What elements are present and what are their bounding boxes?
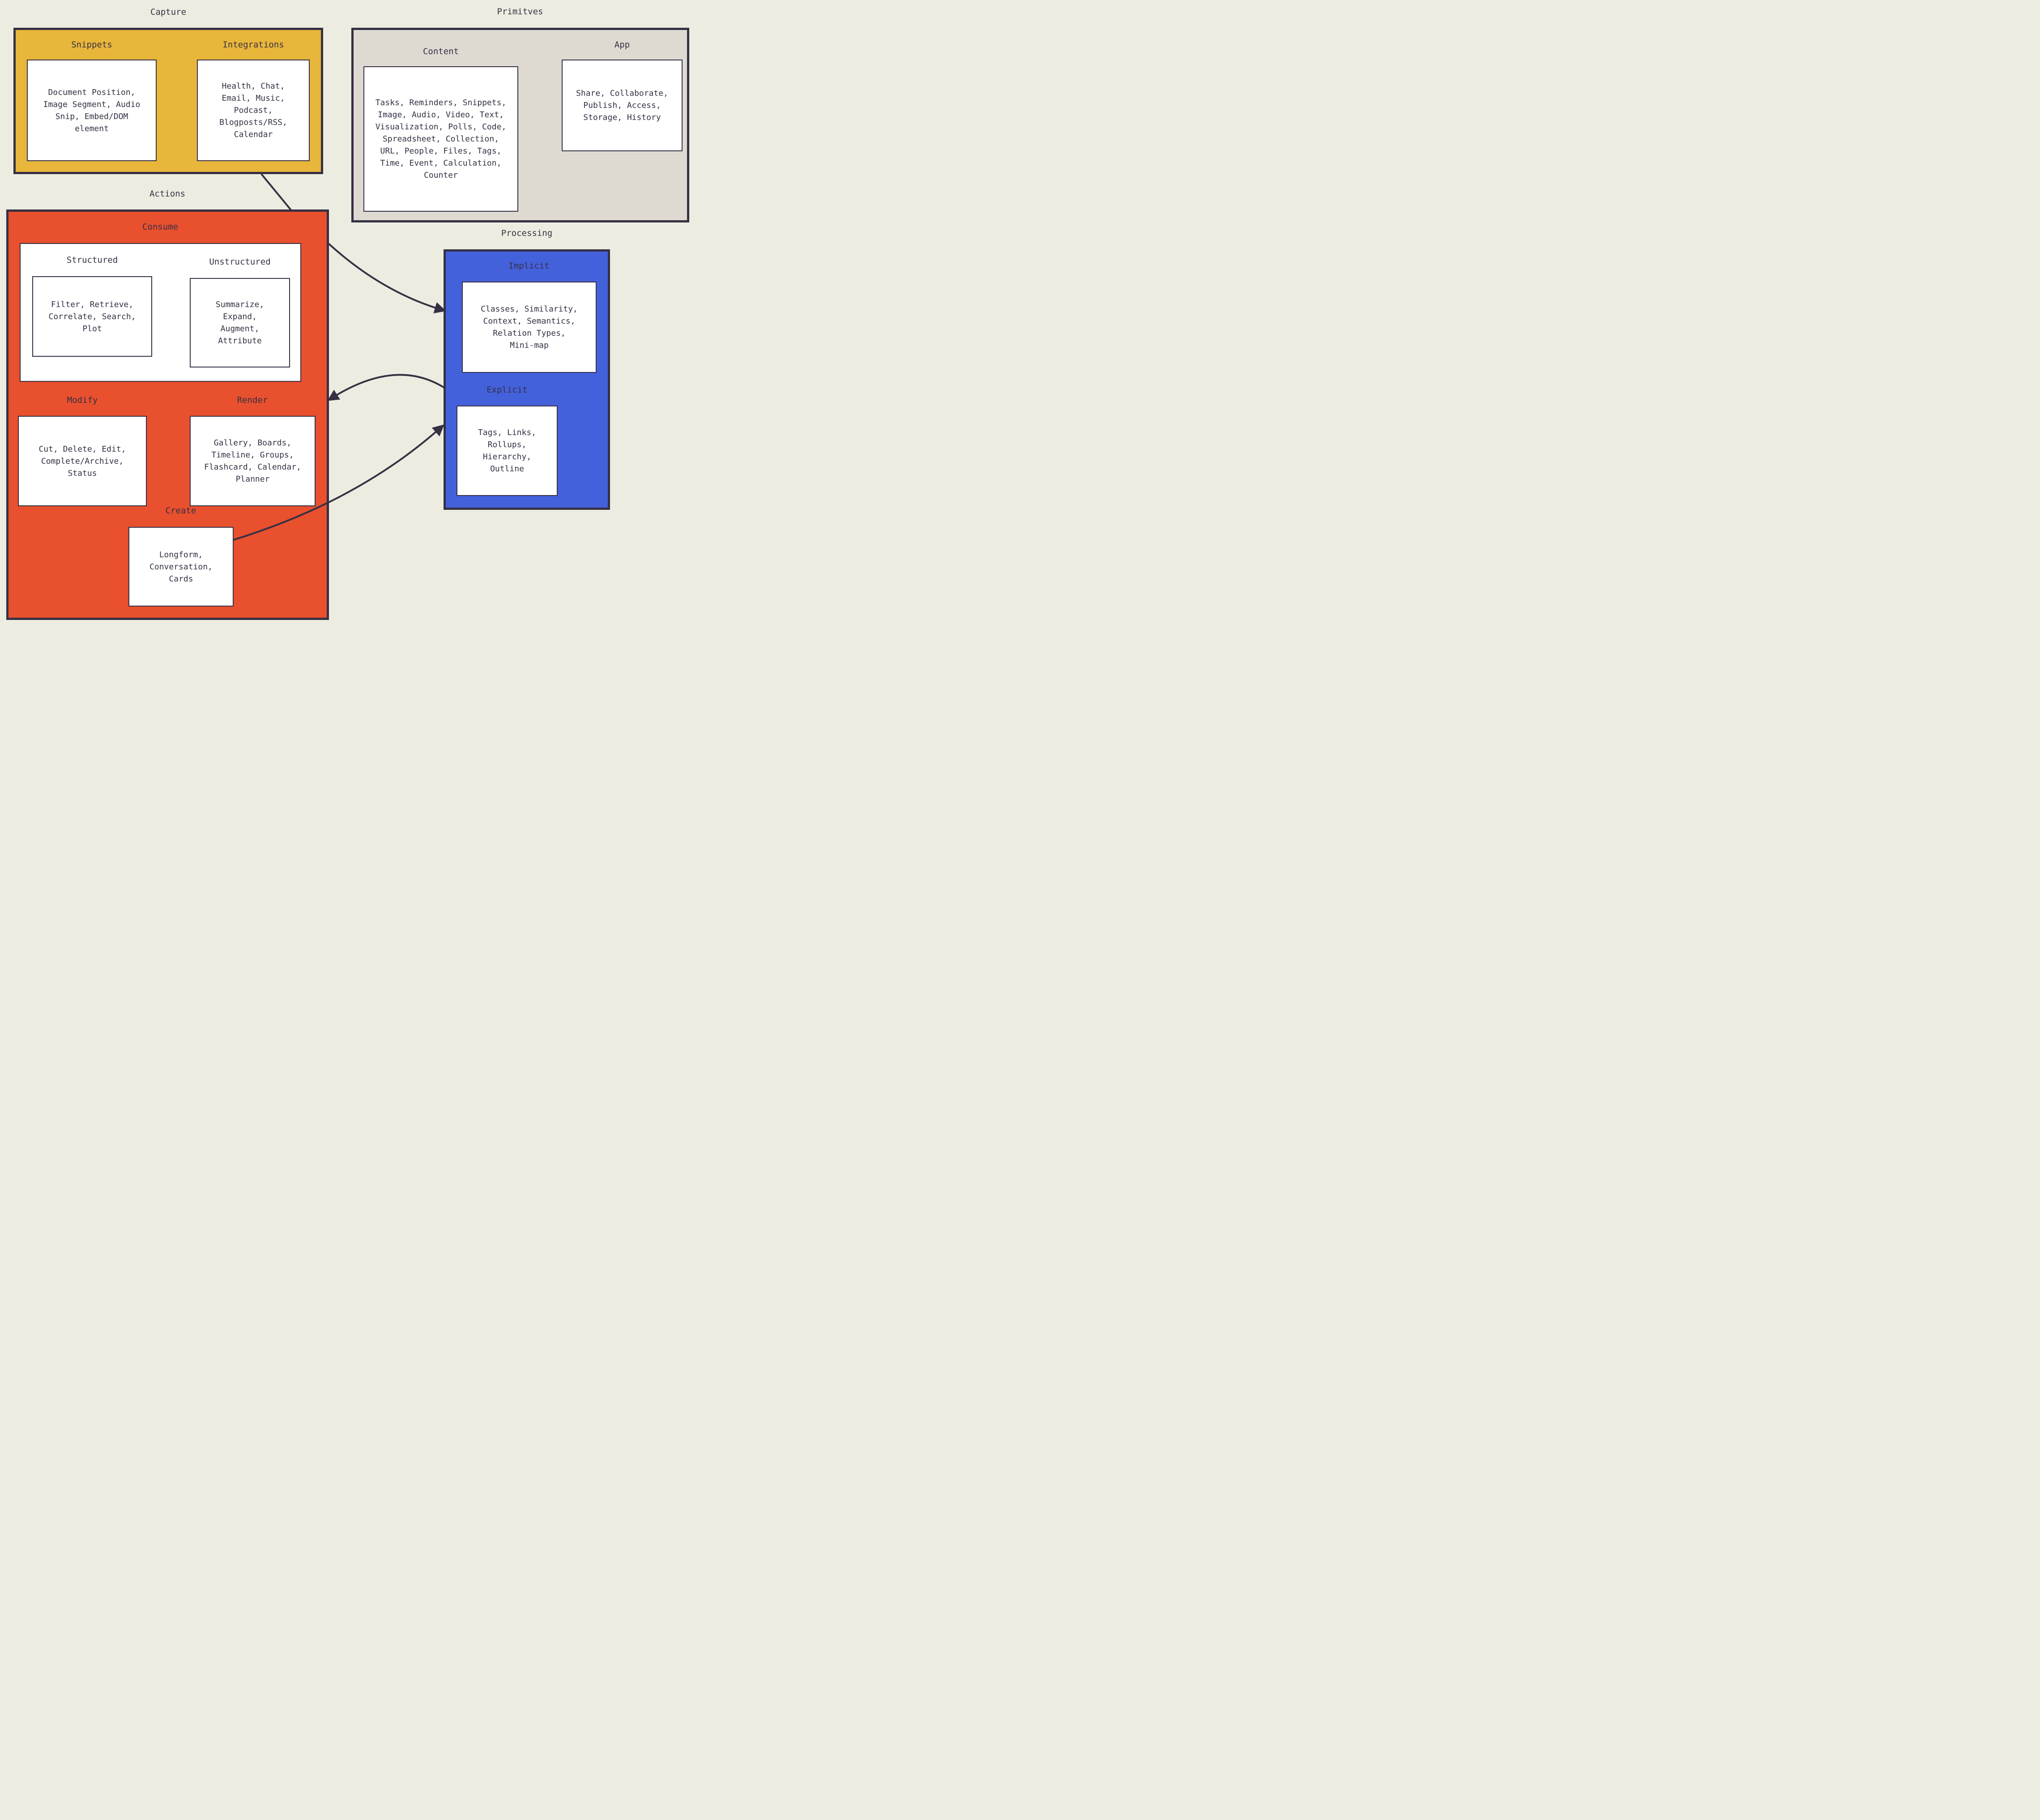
create-label: Create (165, 506, 196, 516)
create-node: Longform, Conversation, Cards (128, 527, 234, 607)
diagram-canvas: Capture Primitves Actions Processing Sni… (0, 0, 702, 626)
render-label: Render (237, 395, 268, 405)
integrations-node: Health, Chat, Email, Music, Podcast, Blo… (197, 60, 310, 161)
explicit-node: Tags, Links, Rollups, Hierarchy, Outline (457, 406, 558, 496)
unstructured-label: Unstructured (209, 257, 271, 267)
integrations-label: Integrations (222, 40, 284, 50)
structured-node: Filter, Retrieve, Correlate, Search, Plo… (32, 276, 152, 357)
processing-group-label: Processing (501, 228, 553, 238)
connector-processing-to-render (327, 374, 446, 401)
snippets-node: Document Position, Image Segment, Audio … (27, 60, 157, 161)
app-label: App (614, 40, 630, 50)
capture-group-label: Capture (150, 7, 187, 17)
snippets-label: Snippets (71, 40, 112, 50)
implicit-node: Classes, Similarity, Context, Semantics,… (462, 282, 597, 373)
consume-label: Consume (142, 222, 179, 232)
implicit-label: Implicit (508, 261, 550, 271)
render-node: Gallery, Boards, Timeline, Groups, Flash… (190, 416, 316, 506)
modify-node: Cut, Delete, Edit, Complete/Archive, Sta… (18, 416, 147, 506)
connector-consume-to-implicit (328, 243, 446, 313)
content-label: Content (423, 47, 459, 56)
primitives-group-label: Primitves (497, 7, 543, 17)
connector-capture-to-actions (261, 174, 292, 211)
actions-group-label: Actions (149, 189, 186, 199)
unstructured-node: Summarize, Expand, Augment, Attribute (190, 278, 290, 367)
structured-label: Structured (66, 255, 118, 265)
app-node: Share, Collaborate, Publish, Access, Sto… (562, 60, 683, 151)
content-node: Tasks, Reminders, Snippets, Image, Audio… (363, 66, 518, 212)
modify-label: Modify (67, 395, 98, 405)
explicit-label: Explicit (487, 385, 528, 395)
